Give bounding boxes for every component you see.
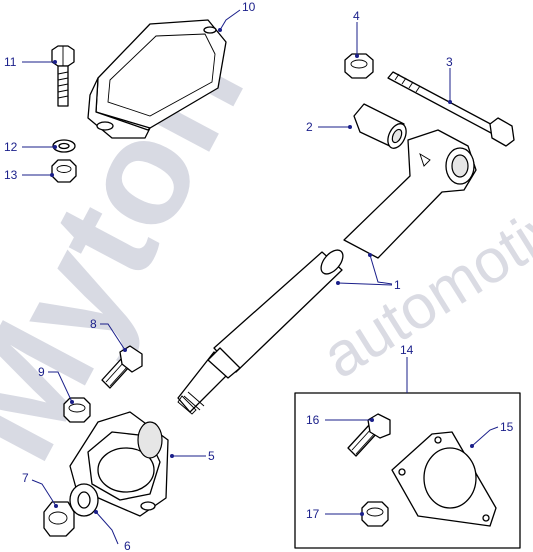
callout-8: 8 (90, 317, 97, 331)
callout-10: 10 (242, 0, 256, 14)
callout-3: 3 (446, 55, 453, 69)
part-12-washer (52, 139, 76, 153)
leader-dots (50, 28, 474, 516)
callout-13: 13 (4, 168, 18, 182)
part-11-bolt (51, 45, 75, 107)
part-1-arm-assembly (177, 129, 477, 415)
callout-12: 12 (4, 140, 18, 154)
callout-11: 11 (4, 55, 17, 69)
leader-lines (22, 9, 499, 545)
callout-5: 5 (208, 449, 215, 463)
callout-2: 2 (306, 120, 313, 134)
part-16-bolt (347, 413, 391, 457)
part-4-nut (344, 53, 374, 79)
part-9-nut (63, 397, 91, 423)
callout-6: 6 (124, 539, 131, 552)
part-2-bush (353, 103, 407, 149)
part-10-mounting-bracket (87, 19, 227, 139)
callout-14: 14 (400, 343, 414, 357)
callout-16: 16 (306, 413, 320, 427)
part-13-nut (51, 159, 77, 183)
callout-4: 4 (353, 9, 360, 23)
part-17-nut (361, 501, 389, 527)
callout-15: 15 (500, 420, 514, 434)
callout-1: 1 (394, 278, 401, 292)
callout-7: 7 (22, 471, 29, 485)
part-8-bolt (101, 345, 143, 389)
part-7-nut (43, 501, 75, 537)
callout-17: 17 (306, 507, 320, 521)
part-3-long-bolt (387, 71, 515, 147)
callout-9: 9 (38, 365, 45, 379)
part-6-washer (69, 483, 99, 517)
part-15-gasket (391, 431, 497, 527)
callout-labels: 10 11 12 13 4 3 2 1 8 9 5 6 7 14 15 16 1… (4, 0, 514, 552)
